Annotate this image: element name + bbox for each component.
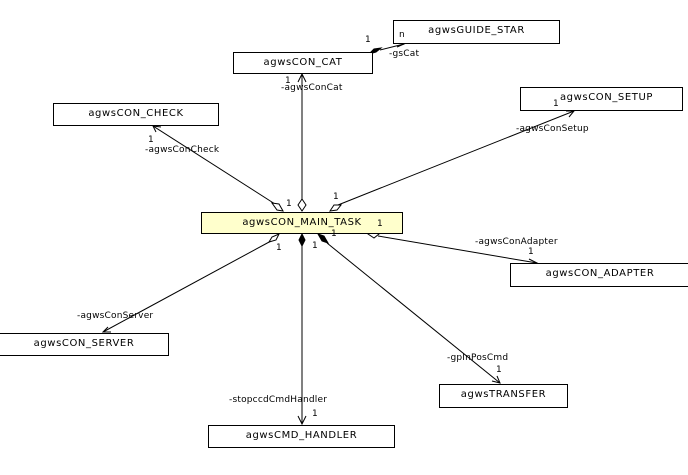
arrowhead	[297, 72, 307, 83]
class-name: agwsCON_CHECK	[88, 108, 184, 119]
class-name: agwsTRANSFER	[460, 389, 547, 400]
class-name: agwsGUIDE_STAR	[428, 25, 525, 36]
arrowhead	[491, 375, 501, 384]
association-cmdhandler	[297, 232, 307, 426]
aggregation-diamond	[267, 233, 281, 243]
aggregation-diamond	[328, 204, 343, 212]
multiplicity-label: 1	[286, 199, 292, 209]
multiplicity-label: 1	[377, 219, 383, 229]
association-conserver	[101, 233, 281, 333]
multiplicity-label: 1	[276, 243, 282, 253]
class-name: agwsCON_CAT	[263, 57, 343, 68]
class-name: agwsCMD_HANDLER	[245, 430, 358, 441]
multiplicity-label: 1	[553, 99, 559, 109]
multiplicity-label: 1	[312, 241, 318, 251]
multiplicity-label: 1	[312, 409, 318, 419]
association-consetup	[328, 110, 576, 212]
role-label: -agwsConCheck	[145, 145, 220, 155]
arrowhead	[566, 110, 576, 118]
class-name: agwsCON_SETUP	[559, 92, 654, 103]
class-name: agwsCON_MAIN_TASK	[242, 217, 362, 228]
multiplicity-label: 1	[365, 35, 371, 45]
multiplicity-label: 1	[496, 365, 502, 375]
class-guide-star[interactable]: agwsGUIDE_STAR	[393, 20, 560, 44]
role-label: -stopccdCmdHandler	[229, 395, 328, 405]
composition-diamond	[316, 233, 330, 244]
class-cmd-handler[interactable]: agwsCMD_HANDLER	[208, 425, 395, 448]
multiplicity-label: 1	[333, 192, 339, 202]
arrowhead	[297, 415, 307, 426]
role-label: -gpInPosCmd	[447, 353, 509, 363]
class-transfer[interactable]: agwsTRANSFER	[439, 384, 568, 408]
class-name: agwsCON_ADAPTER	[545, 268, 655, 279]
aggregation-diamond	[270, 202, 284, 212]
class-name: agwsCON_SERVER	[33, 338, 135, 349]
multiplicity-label: 1	[148, 135, 154, 145]
multiplicity-label: 1	[528, 247, 534, 257]
class-con-main-task[interactable]: agwsCON_MAIN_TASK	[201, 212, 403, 234]
composition-diamond	[298, 232, 306, 248]
role-label: -agwsConSetup	[516, 124, 589, 134]
association-transfer	[316, 233, 501, 384]
role-label: -agwsConCat	[281, 83, 343, 93]
class-con-setup[interactable]: agwsCON_SETUP	[520, 87, 683, 111]
role-label: -agwsConAdapter	[475, 237, 558, 247]
multiplicity-label: 1	[285, 76, 291, 86]
arrowhead	[101, 326, 111, 333]
association-concheck	[152, 125, 284, 212]
arrowhead	[152, 125, 162, 133]
role-label: -gsCat	[389, 49, 420, 59]
role-label: -agwsConServer	[77, 311, 154, 321]
class-con-server[interactable]: agwsCON_SERVER	[0, 333, 169, 356]
multiplicity-label: 1	[331, 229, 337, 239]
class-con-adapter[interactable]: agwsCON_ADAPTER	[510, 263, 688, 287]
aggregation-diamond	[297, 198, 307, 212]
multiplicity-label: n	[399, 30, 405, 40]
association-concat	[297, 72, 307, 212]
class-con-cat[interactable]: agwsCON_CAT	[233, 52, 373, 74]
class-con-check[interactable]: agwsCON_CHECK	[53, 103, 219, 126]
